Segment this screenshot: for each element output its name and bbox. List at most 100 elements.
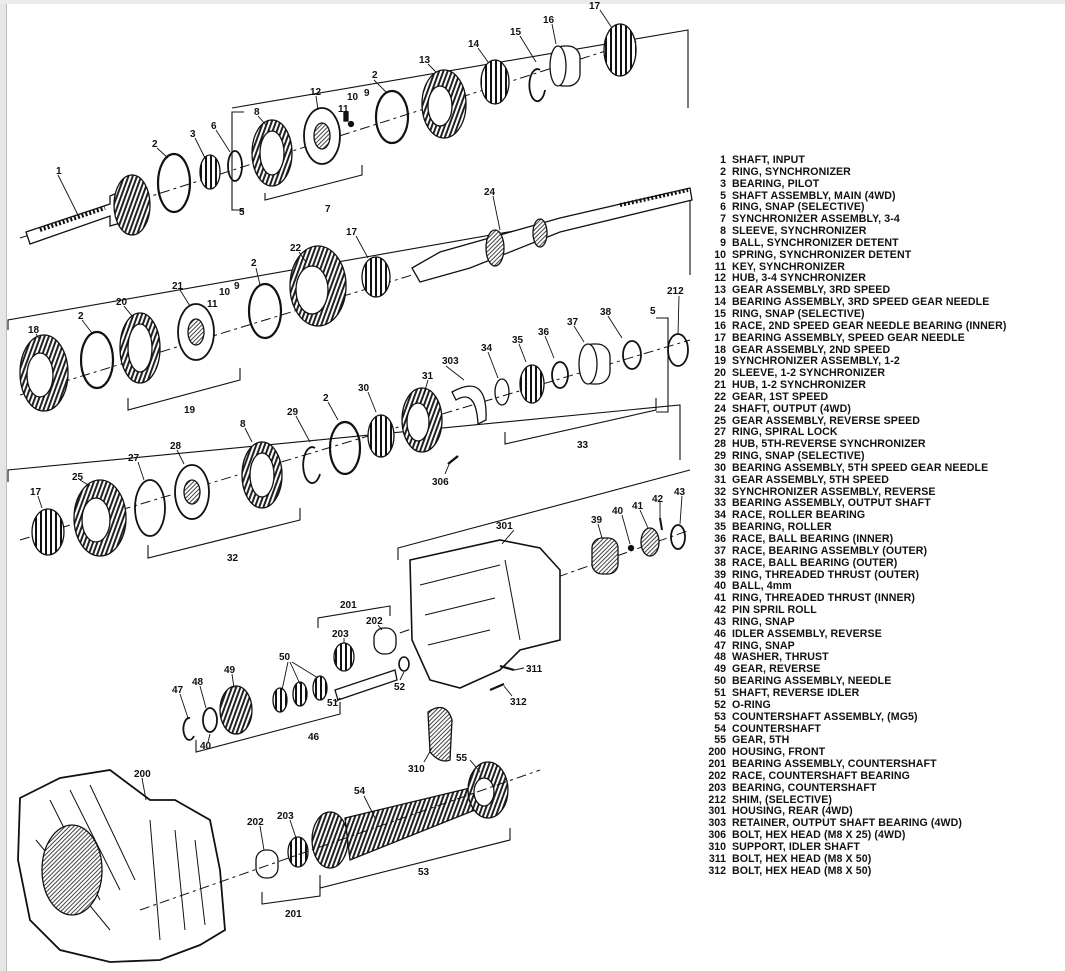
legend-item-description: GEAR, 1ST SPEED: [732, 390, 829, 403]
legend-item-number: 202: [708, 769, 726, 782]
legend-item-number: 51: [714, 686, 726, 699]
countershaft-race-202a: [373, 627, 397, 655]
input-shaft-gear: [113, 174, 151, 236]
legend-item-number: 32: [714, 485, 726, 498]
legend-item-number: 5: [720, 189, 726, 202]
callout-10b: 10: [219, 287, 231, 298]
legend-item-description: RACE, BALL BEARING (OUTER): [732, 556, 898, 569]
detent-ball-9a: [347, 120, 355, 128]
callout-17a: 17: [589, 1, 601, 12]
callout-2a: 2: [152, 139, 158, 150]
legend-item-number: 50: [714, 675, 726, 688]
legend-item-number: 2: [720, 165, 726, 178]
callout-31: 31: [422, 371, 434, 382]
shim-212a: [667, 333, 689, 367]
callout-52: 52: [394, 682, 406, 693]
legend-item-number: 49: [714, 663, 726, 676]
legend-item-number: 11: [714, 260, 726, 273]
legend-item-description: BEARING, COUNTERSHAFT: [732, 781, 877, 794]
legend-item-number: 310: [708, 840, 726, 853]
legend-item-description: SHAFT ASSEMBLY, MAIN (4WD): [732, 189, 896, 202]
legend-item-description: BOLT, HEX HEAD (M8 X 50): [732, 852, 872, 865]
fifth-gear-55-hub: [473, 777, 495, 807]
snap-ring-47: [182, 717, 195, 741]
legend-item-description: RACE, BALL BEARING (INNER): [732, 533, 894, 545]
synchronizer-ring-2d: [79, 330, 115, 390]
legend-item-description: KEY, SYNCHRONIZER: [732, 260, 845, 273]
callout-50: 50: [279, 652, 291, 663]
legend-item-description: RACE, BEARING ASSEMBLY (OUTER): [732, 544, 928, 557]
first-gear-22-hub: [295, 265, 329, 315]
legend-item-description: HUB, 1-2 SYNCHRONIZER: [732, 379, 866, 392]
legend-item-description: SYNCHRONIZER ASSEMBLY, 3-4: [732, 213, 900, 226]
callout-51: 51: [327, 698, 339, 709]
bracket-32: [147, 508, 301, 559]
legend-item-description: WASHER, THRUST: [732, 651, 829, 664]
window-top-edge: [0, 0, 1065, 4]
callout-203b: 203: [277, 811, 294, 822]
row-4-frame: [397, 469, 691, 560]
ball-40a: [627, 544, 635, 552]
sleeve-8b-inner: [249, 452, 275, 498]
legend-item: 11 KEY, SYNCHRONIZER: [700, 260, 1060, 274]
callout-36: 36: [538, 327, 550, 338]
legend-item-description: COUNTERSHAFT: [732, 722, 821, 735]
needle-bearing-14: [480, 59, 510, 105]
reverse-gear-25-hub: [81, 497, 111, 543]
legend-item-number: 34: [714, 509, 726, 522]
callout-42: 42: [652, 494, 664, 505]
synchronizer-ring-2b: [374, 89, 410, 145]
legend-item-description: RING, SNAP (SELECTIVE): [732, 450, 865, 463]
callout-312: 312: [510, 697, 527, 708]
callout-311: 311: [526, 664, 543, 675]
row-4-centerline: [379, 529, 691, 641]
bracket-5a: [231, 111, 244, 211]
callout-2c: 2: [251, 258, 257, 269]
legend-item-description: RACE, 2ND SPEED GEAR NEEDLE BEARING (INN…: [732, 319, 1007, 332]
legend-item-number: 16: [714, 319, 726, 332]
legend-item-number: 38: [714, 556, 726, 569]
legend-item-number: 27: [714, 426, 726, 439]
countershaft-54: [344, 787, 476, 861]
snap-ring-29: [302, 446, 321, 484]
idler-support-310: [427, 706, 453, 762]
needle-bearing-50b: [292, 681, 308, 707]
bracket-19: [127, 368, 241, 411]
legend-item-number: 19: [714, 355, 726, 368]
legend-item-description: SLEEVE, SYNCHRONIZER: [732, 225, 867, 238]
race-16-face: [549, 45, 567, 87]
legend-item-number: 20: [714, 367, 726, 380]
exploded-view-diagram: 1 2 3 6 8 5 7 12 10 9 11 2 13 14 15 16 1…: [7, 1, 693, 963]
callout-15: 15: [510, 27, 522, 38]
outer-race-assembly-37-face: [578, 343, 598, 385]
callout-55: 55: [456, 753, 468, 764]
legend-item-number: 28: [714, 438, 726, 451]
fifth-gear-31-hub: [406, 402, 430, 442]
legend-item-description: RING, THREADED THRUST (INNER): [732, 592, 915, 605]
legend-item-number: 42: [714, 604, 726, 617]
row-2-frame: [7, 199, 691, 330]
legend-item-description: SHIM, (SELECTIVE): [732, 793, 832, 806]
reverse-gear-49: [219, 685, 253, 735]
bracket-201b: [261, 884, 321, 905]
legend-item-description: RETAINER, OUTPUT SHAFT BEARING (4WD): [732, 817, 962, 830]
third-speed-gear-13-hub: [427, 85, 453, 127]
front-housing-200-bore: [41, 824, 103, 916]
legend-item-description: GEAR, 5TH: [732, 734, 790, 747]
